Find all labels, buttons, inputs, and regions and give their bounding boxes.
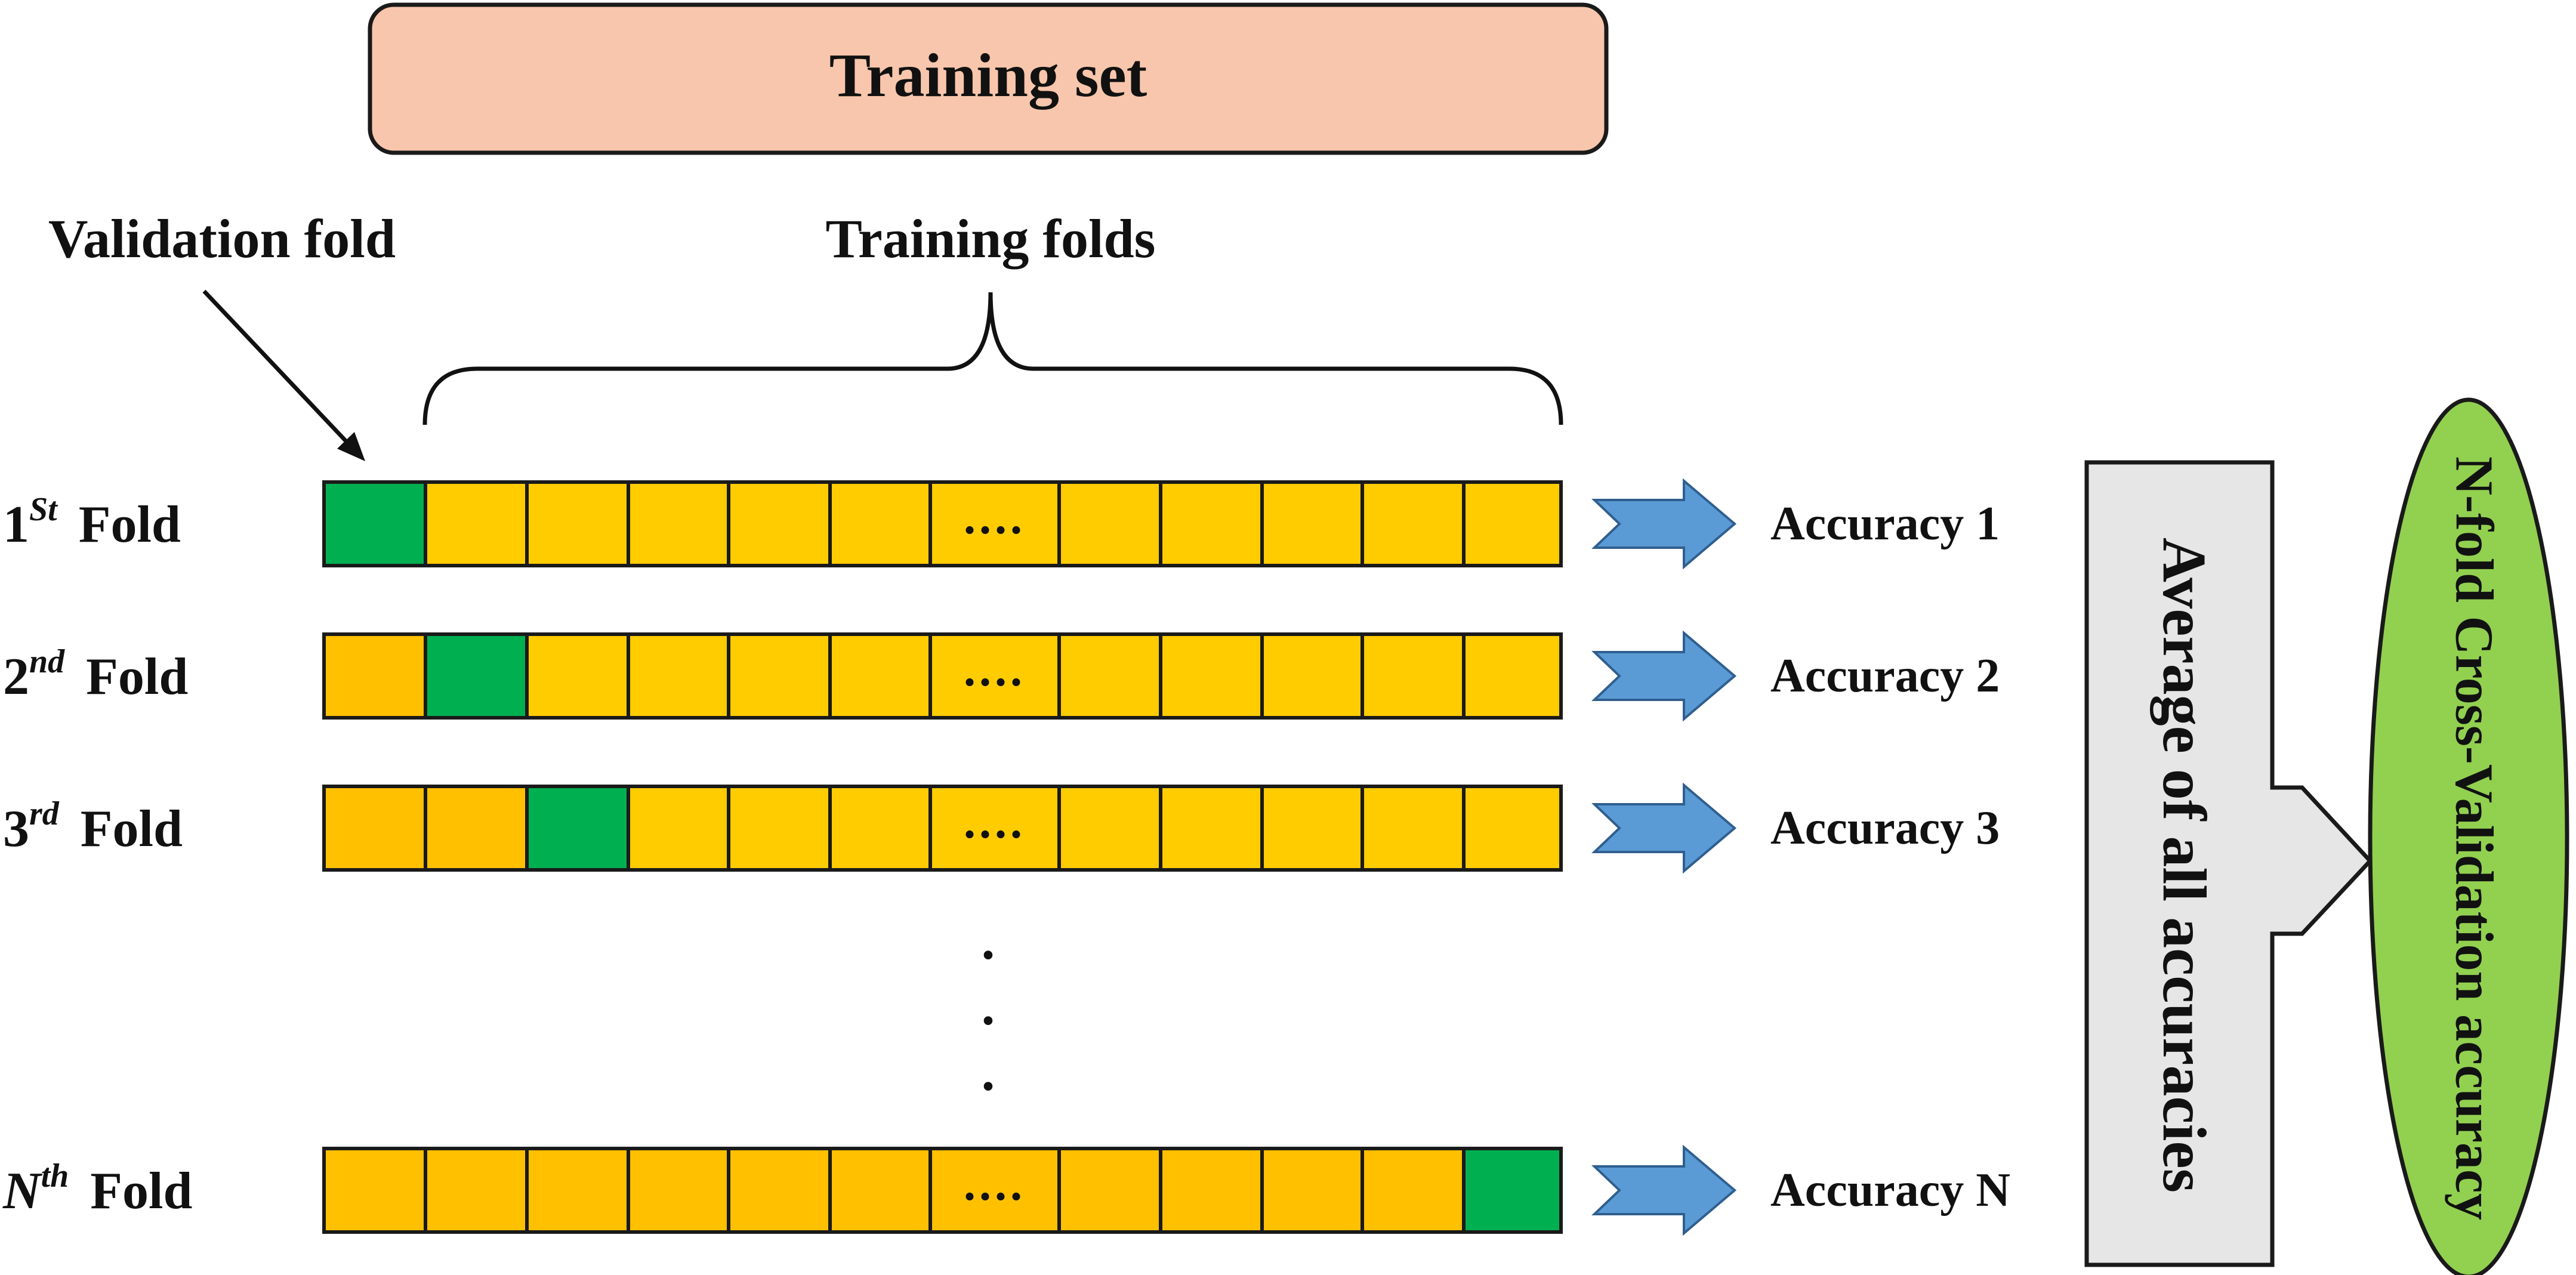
- fold-word: Fold: [81, 800, 183, 858]
- accuracy-label: Accuracy 2: [1770, 650, 2000, 702]
- fold-cell: [928, 785, 1061, 872]
- fold-cell: [1159, 480, 1264, 567]
- fold-cell: [828, 632, 932, 720]
- fold-cell: [627, 632, 730, 720]
- result-label: N-fold Cross-Validation accuracy: [2444, 456, 2503, 1220]
- accuracy-arrow-icon: [1591, 1144, 1737, 1236]
- accuracy-arrow-icon: [1591, 478, 1737, 570]
- fold-cell: [525, 632, 630, 720]
- fold-cell: [727, 632, 832, 720]
- training-set-label: Training set: [829, 41, 1147, 110]
- fold-cell: [1361, 1147, 1466, 1234]
- fold-cell: [1057, 480, 1162, 567]
- ellipsis-text: ....: [964, 1158, 1026, 1211]
- accuracy-label: Accuracy N: [1770, 1164, 2010, 1217]
- accuracy-label: Accuracy 3: [1770, 802, 2000, 854]
- fold-label: Nth Fold: [2, 1157, 192, 1220]
- fold-word: Fold: [79, 496, 181, 554]
- result-ellipse: N-fold Cross-Validation accuracy: [2368, 397, 2569, 1275]
- validation-cell: [424, 632, 529, 720]
- fold-number: 1: [3, 496, 29, 554]
- fold-cell: [828, 1147, 932, 1234]
- fold-cell: [727, 785, 832, 872]
- accuracy-arrow-icon: [1591, 630, 1737, 722]
- fold-row: Nth Fold.... Accuracy N: [2, 1144, 2010, 1236]
- average-label: Average of all accuracies: [2150, 538, 2219, 1193]
- fold-cell: [525, 480, 630, 567]
- fold-suffix: rd: [29, 795, 60, 832]
- fold-number: 3: [3, 800, 29, 858]
- fold-cell: [1462, 785, 1563, 872]
- fold-suffix: St: [29, 491, 58, 528]
- ellipsis-text: ....: [964, 492, 1026, 544]
- training-folds-brace: [422, 292, 1563, 425]
- fold-cell: [322, 1147, 427, 1234]
- fold-cell: [424, 1147, 529, 1234]
- fold-cell: [1462, 632, 1563, 720]
- fold-cell: [424, 785, 529, 872]
- fold-cell: [1361, 480, 1466, 567]
- fold-row: 2nd Fold.... Accuracy 2: [3, 630, 2000, 722]
- validation-cell: [525, 785, 630, 872]
- validation-cell: [322, 480, 427, 567]
- fold-cell: [1260, 1147, 1364, 1234]
- fold-cell: [627, 1147, 730, 1234]
- accuracy-arrow-icon: [1591, 782, 1737, 874]
- fold-label: 1St Fold: [3, 491, 181, 554]
- average-box-shape: [2084, 460, 2373, 1267]
- fold-cell: [322, 785, 427, 872]
- fold-cell: [928, 480, 1061, 567]
- fold-word: Fold: [86, 648, 188, 706]
- fold-cell: [627, 480, 730, 567]
- fold-cell: [424, 480, 529, 567]
- fold-label: 3rd Fold: [3, 795, 183, 858]
- fold-row: 1St Fold.... Accuracy 1: [3, 478, 2000, 570]
- training-set-rect: [368, 2, 1609, 155]
- vertical-dot: ·: [979, 1057, 997, 1116]
- fold-cell: [828, 785, 932, 872]
- fold-cell: [1057, 1147, 1162, 1234]
- fold-cell: [828, 480, 932, 567]
- training-folds-label: Training folds: [826, 208, 1156, 269]
- fold-suffix: th: [41, 1157, 69, 1194]
- fold-cell: [1462, 480, 1563, 567]
- fold-cell: [727, 1147, 832, 1234]
- fold-cell: [1361, 785, 1466, 872]
- vertical-dot: ·: [979, 926, 997, 985]
- vertical-dots: · · ·: [979, 926, 997, 1116]
- training-set-box: Training set: [368, 2, 1609, 155]
- fold-cell: [1159, 632, 1264, 720]
- accuracy-label: Accuracy 1: [1770, 498, 2000, 550]
- fold-number: N: [2, 1162, 43, 1220]
- ellipsis-text: ....: [964, 644, 1026, 696]
- fold-word: Fold: [90, 1162, 192, 1220]
- fold-cell: [928, 632, 1061, 720]
- fold-cell: [1159, 785, 1264, 872]
- validation-pointer-arrow: [202, 289, 365, 461]
- average-box: Average of all accuracies: [2084, 460, 2373, 1267]
- fold-row: 3rd Fold.... Accuracy 3: [3, 782, 2000, 874]
- fold-cell: [1260, 632, 1364, 720]
- fold-label: 2nd Fold: [3, 643, 188, 706]
- validation-cell: [1462, 1147, 1563, 1234]
- fold-cell: [1361, 632, 1466, 720]
- fold-cell: [627, 785, 730, 872]
- result-ellipse-shape: [2368, 397, 2569, 1275]
- fold-suffix: nd: [29, 643, 65, 680]
- validation-fold-label: Validation fold: [48, 208, 396, 269]
- fold-cell: [727, 480, 832, 567]
- fold-cell: [1159, 1147, 1264, 1234]
- fold-cell: [322, 632, 427, 720]
- fold-number: 2: [3, 648, 29, 706]
- fold-cell: [1057, 632, 1162, 720]
- fold-cell: [1260, 785, 1364, 872]
- fold-cell: [525, 1147, 630, 1234]
- fold-cell: [1260, 480, 1364, 567]
- vertical-dot: ·: [979, 992, 997, 1051]
- fold-cell: [1057, 785, 1162, 872]
- ellipsis-text: ....: [964, 796, 1026, 848]
